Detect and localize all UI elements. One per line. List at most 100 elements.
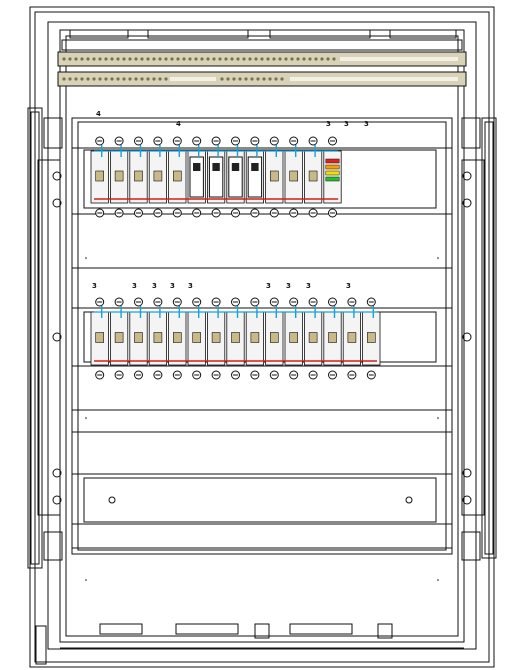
busbar-terminal — [68, 57, 72, 61]
terminal-busbar-top — [57, 51, 467, 67]
busbar-terminal — [332, 57, 336, 61]
busbar-terminal — [146, 77, 150, 81]
busbar-terminal — [206, 57, 210, 61]
busbar-terminal — [122, 57, 126, 61]
busbar-terminal — [278, 57, 282, 61]
breaker-toggle — [289, 170, 299, 182]
breaker-toggle — [95, 170, 104, 182]
breaker-toggle — [308, 332, 318, 343]
svg-text:4: 4 — [96, 110, 101, 118]
busbar-terminal — [254, 57, 258, 61]
fuse-cartridge — [251, 163, 259, 171]
indicator-lamp — [325, 176, 340, 182]
busbar-terminal — [238, 77, 242, 81]
breaker-toggle — [328, 332, 337, 343]
busbar-terminal — [260, 57, 264, 61]
din-row-1 — [52, 136, 472, 218]
busbar-terminal — [244, 77, 248, 81]
busbar-terminal — [272, 57, 276, 61]
busbar-terminal — [248, 57, 252, 61]
busbar-terminal — [236, 57, 240, 61]
busbar-terminal — [110, 77, 114, 81]
busbar-terminal — [134, 77, 138, 81]
busbar-terminal — [116, 57, 120, 61]
busbar-terminal — [314, 57, 318, 61]
busbar-terminal — [296, 57, 300, 61]
busbar-terminal — [302, 57, 306, 61]
breaker-toggle — [173, 332, 182, 343]
row-1-labels: 4 4 3 3 3 — [96, 110, 369, 128]
busbar-terminal — [134, 57, 138, 61]
svg-text:3: 3 — [266, 282, 271, 290]
breaker-toggle — [347, 332, 357, 343]
breaker-toggle — [211, 332, 221, 343]
cover-dividers — [72, 267, 452, 549]
din-row-3 — [52, 468, 472, 525]
busbar-terminal — [242, 57, 246, 61]
row-2-labels: 3 3 3 3 3 3 3 3 3 — [92, 282, 351, 290]
busbar-terminal — [86, 77, 90, 81]
busbar-terminal — [224, 57, 228, 61]
busbar-terminal — [250, 77, 254, 81]
busbar-terminal — [230, 57, 234, 61]
busbar-terminal — [74, 57, 78, 61]
busbar-terminal — [170, 57, 174, 61]
breaker-toggle — [153, 332, 163, 343]
breaker-toggle — [173, 170, 182, 182]
busbar-terminal — [290, 57, 294, 61]
busbar-terminal — [152, 77, 156, 81]
busbar-terminal — [62, 77, 66, 81]
bottom-cable-entry — [35, 623, 464, 665]
busbar-terminal — [104, 57, 108, 61]
busbar-terminal — [326, 57, 330, 61]
top-cable-entry — [61, 29, 463, 51]
hinge-strips — [27, 107, 497, 569]
busbar-terminal — [232, 77, 236, 81]
busbar-terminal — [122, 77, 126, 81]
svg-text:3: 3 — [344, 120, 349, 128]
busbar-terminal — [110, 57, 114, 61]
svg-text:3: 3 — [364, 120, 369, 128]
busbar-terminal — [140, 57, 144, 61]
busbar-terminal — [146, 57, 150, 61]
svg-text:3: 3 — [326, 120, 331, 128]
busbar-terminal — [164, 57, 168, 61]
busbar-terminal — [188, 57, 192, 61]
busbar-terminal — [92, 57, 96, 61]
svg-text:3: 3 — [286, 282, 291, 290]
busbar-terminal — [200, 57, 204, 61]
din-row-2 — [52, 297, 472, 380]
busbar-terminal — [266, 57, 270, 61]
breaker-toggle — [114, 332, 124, 343]
breaker-toggle — [269, 170, 279, 182]
busbar-terminal — [158, 77, 162, 81]
busbar-terminal — [226, 77, 230, 81]
busbar-terminal — [158, 57, 162, 61]
breaker-toggle — [114, 170, 124, 182]
fuse-cartridge — [212, 163, 220, 171]
svg-text:3: 3 — [170, 282, 175, 290]
busbar-terminal — [68, 77, 72, 81]
busbar-terminal — [268, 77, 272, 81]
busbar-terminal — [320, 57, 324, 61]
busbar-terminal — [116, 77, 120, 81]
breaker-toggle — [289, 332, 299, 343]
busbar-terminal — [152, 57, 156, 61]
svg-text:3: 3 — [346, 282, 351, 290]
busbar-terminal — [218, 57, 222, 61]
panel-markers — [85, 257, 439, 581]
breaker-toggle — [134, 170, 143, 182]
busbar-terminal — [194, 57, 198, 61]
door-rails — [37, 117, 485, 561]
svg-text:3: 3 — [92, 282, 97, 290]
busbar-terminal — [98, 57, 102, 61]
busbar-terminal — [182, 57, 186, 61]
busbar-terminal — [74, 77, 78, 81]
busbar-terminal — [164, 77, 168, 81]
busbar-terminal — [128, 77, 132, 81]
busbar-terminal — [262, 77, 266, 81]
busbar-terminal — [256, 77, 260, 81]
svg-text:3: 3 — [188, 282, 193, 290]
